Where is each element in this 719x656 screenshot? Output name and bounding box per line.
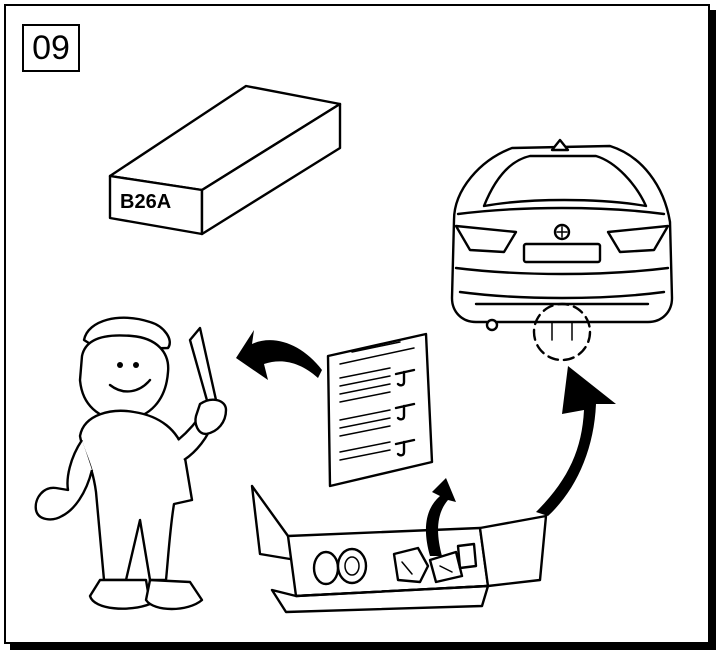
car-rear-icon: [452, 140, 672, 360]
parts-box-icon: [252, 486, 546, 612]
arrow-to-car-icon: [536, 366, 616, 516]
package-label: B26A: [120, 191, 171, 213]
arrow-to-mechanic-icon: [236, 330, 322, 380]
instruction-sheet-icon: [328, 334, 432, 486]
package-box-icon: B26A: [110, 86, 340, 234]
mechanic-icon: [36, 318, 226, 609]
